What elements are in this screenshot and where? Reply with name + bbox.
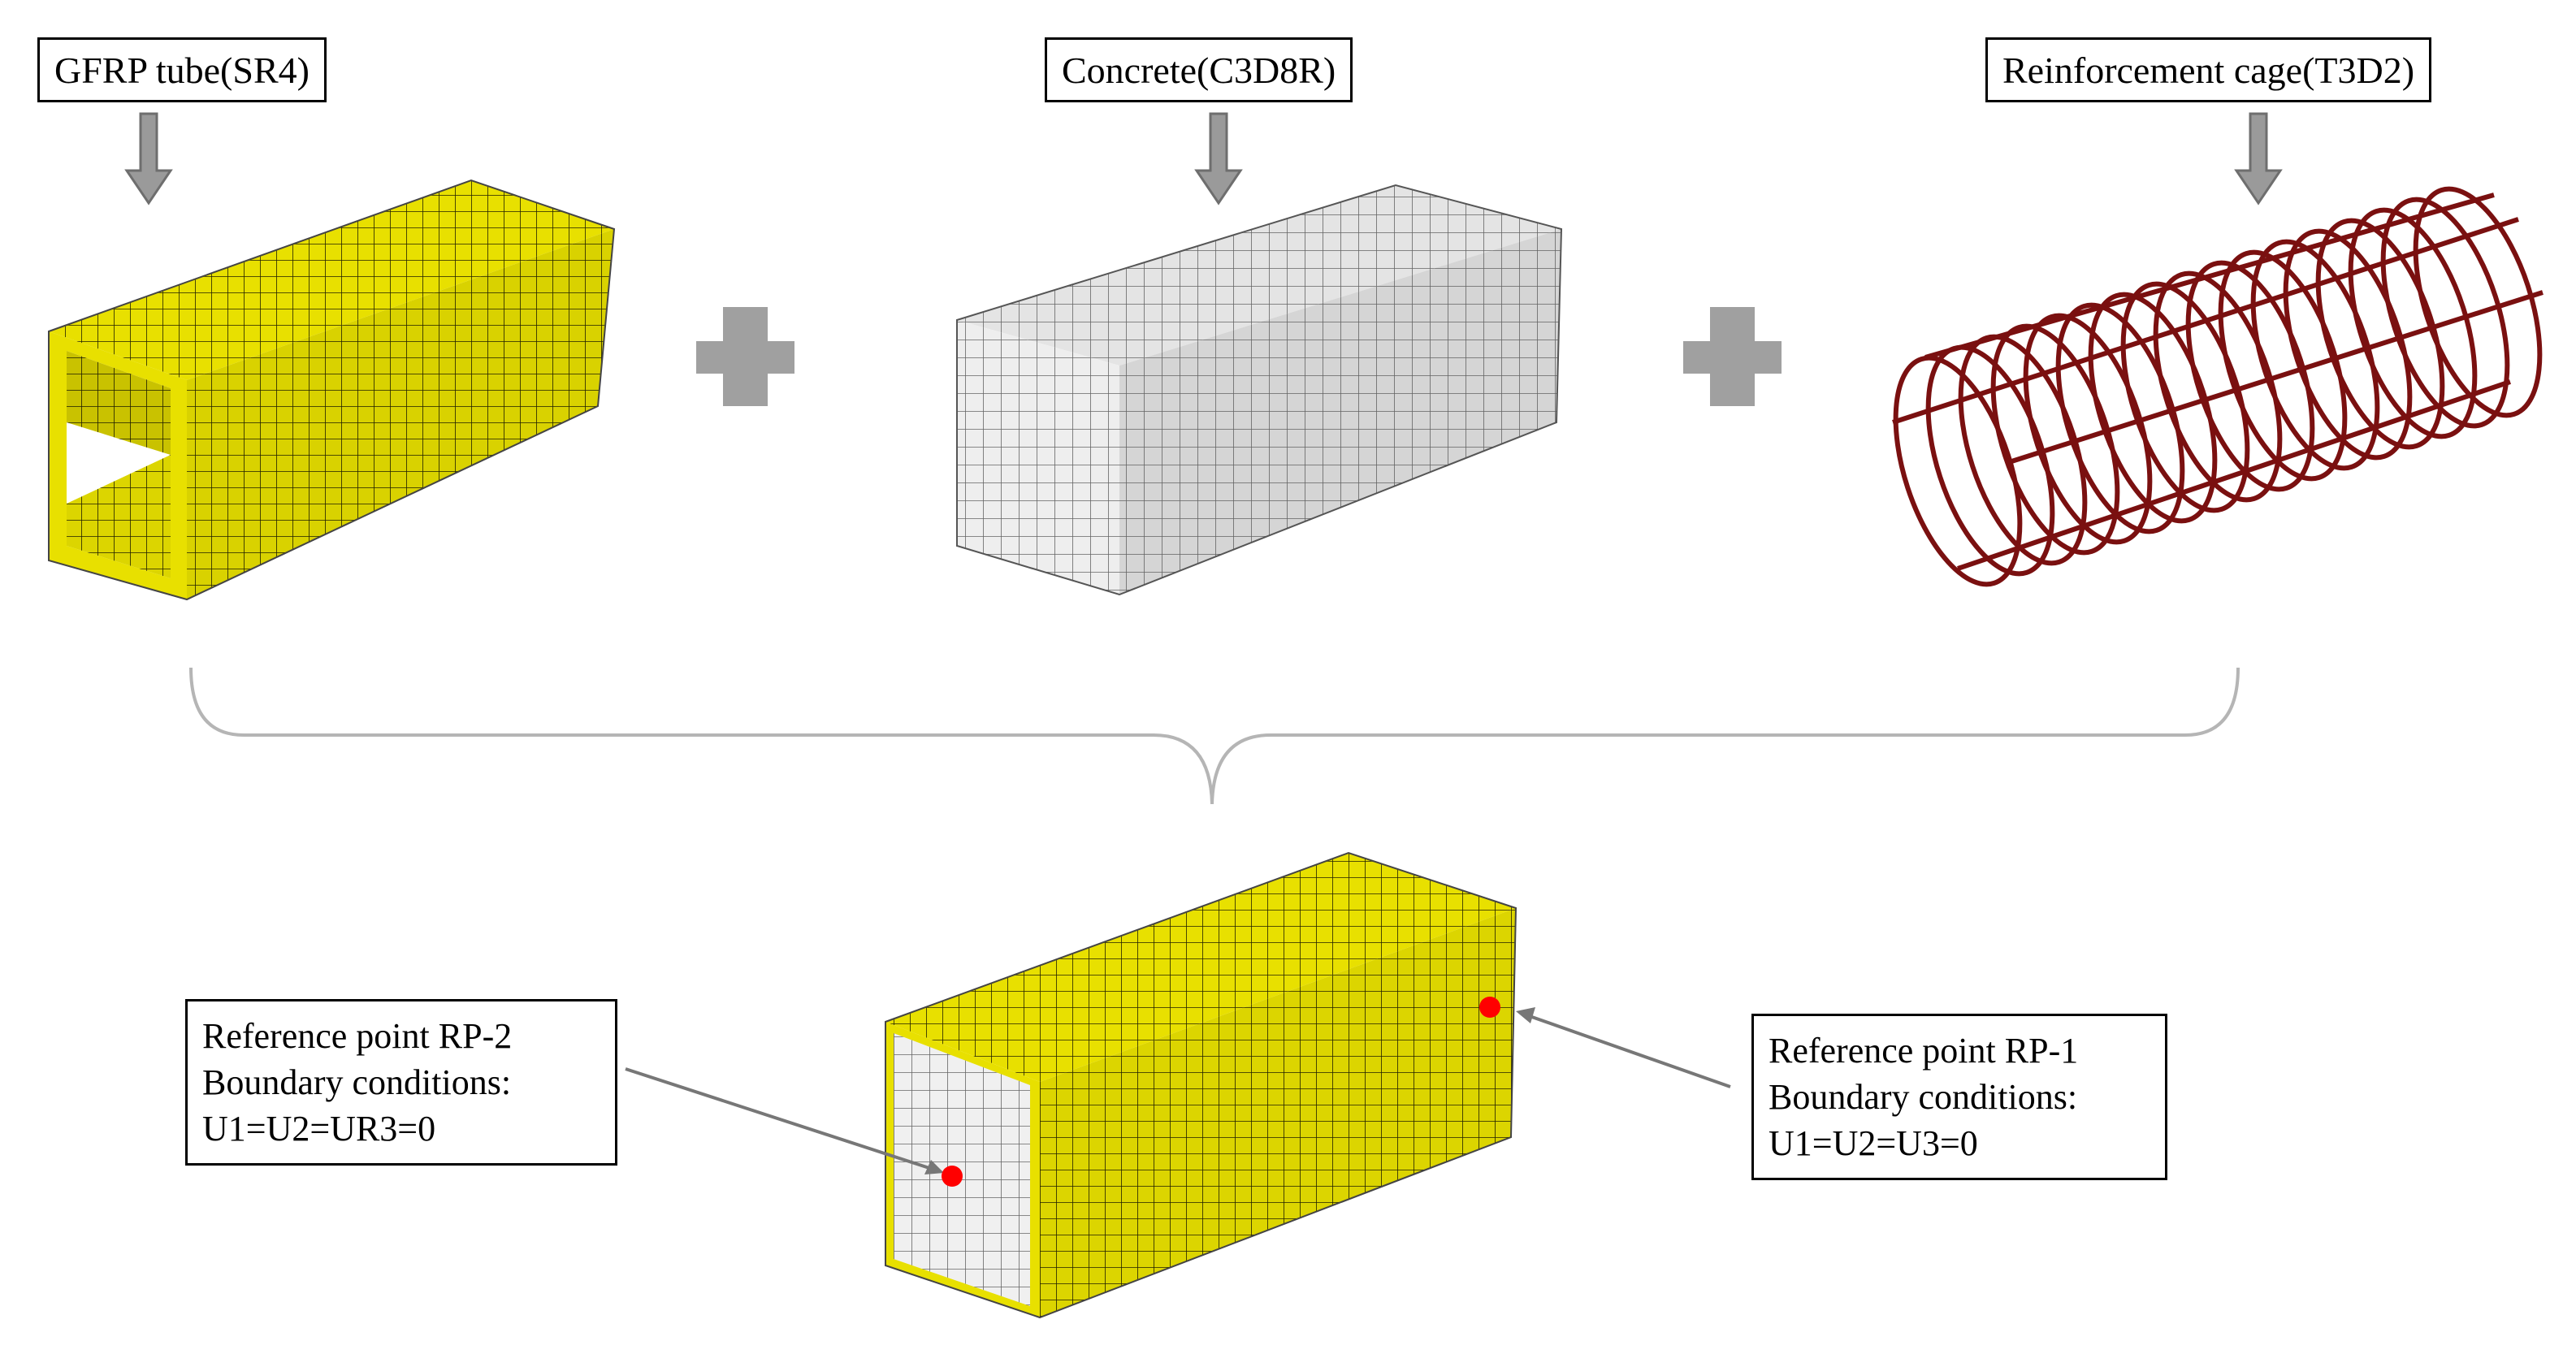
plus-icon [696,307,794,406]
leader-arrow-rp1 [1516,1007,1731,1088]
concrete-label: Concrete(C3D8R) [1045,37,1353,102]
rp2-bc-label: Boundary conditions: [202,1062,512,1102]
rp1-title: Reference point RP-1 [1769,1031,2079,1071]
reference-point-rp1 [1479,997,1500,1018]
reinforcement-cage-label: Reinforcement cage(T3D2) [1985,37,2432,102]
reinforcement-cage-model [1892,186,2544,587]
rp2-annotation: Reference point RP-2 Boundary conditions… [185,999,617,1166]
leader-arrow-rp2 [625,1067,944,1174]
assembled-model [885,851,1517,1319]
gfrp-tube-label: GFRP tube(SR4) [37,37,327,102]
reference-point-rp2 [942,1166,963,1187]
rp1-bc-value: U1=U2=U3=0 [1769,1123,1978,1163]
plus-icon [1683,307,1782,406]
concrete-model [956,184,1563,596]
rp2-bc-value: U1=U2=UR3=0 [202,1109,436,1149]
rp1-bc-label: Boundary conditions: [1769,1077,2078,1117]
down-arrow-icon [1194,112,1243,205]
down-arrow-icon [2234,112,2283,205]
gfrp-tube-model [48,179,616,601]
brace [189,667,2240,805]
down-arrow-icon [124,112,173,205]
rp2-title: Reference point RP-2 [202,1016,513,1056]
rp1-annotation: Reference point RP-1 Boundary conditions… [1751,1014,2167,1180]
